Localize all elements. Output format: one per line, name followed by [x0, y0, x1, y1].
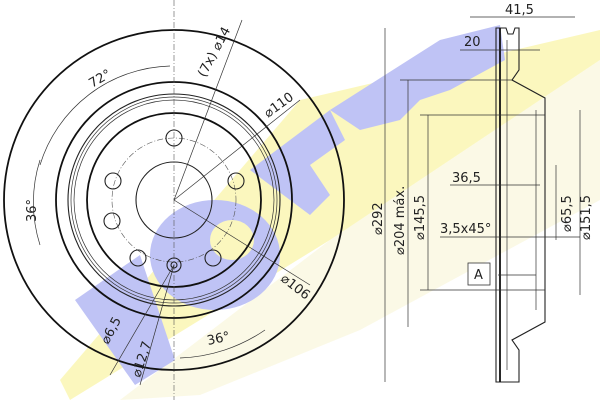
label-datum: A [474, 268, 483, 283]
label-total-height: 41,5 [505, 3, 534, 18]
threaded-hole-inner [170, 261, 178, 269]
label-hub-diameter: ⌀151,5 [579, 195, 594, 240]
label-angle-bottom: 36° [206, 329, 232, 348]
logo-letter-e [250, 110, 345, 215]
logo-letter-c [150, 200, 280, 310]
label-disc-thickness: 20 [464, 35, 481, 50]
bolt-hole [204, 249, 222, 267]
label-center-bore: ⌀65,5 [560, 195, 575, 232]
label-chamfer: 3,5x45° [440, 222, 491, 237]
bolt-holes [103, 129, 245, 273]
bolt-hole [103, 212, 121, 230]
angle-arc-36-left [33, 159, 41, 246]
logo-yellow-band [60, 30, 600, 400]
datum-box [467, 262, 491, 286]
logo-letter-i [75, 255, 175, 385]
logo-letter-r [330, 25, 505, 130]
label-pitch-angle: 72° [87, 67, 114, 92]
leader-7x14 [173, 19, 243, 201]
logo-yellow-band-2 [120, 60, 600, 400]
threaded-hole [166, 257, 182, 273]
front-view [3, 0, 345, 400]
leader-6-5 [109, 264, 175, 376]
angle-arc-72 [39, 65, 171, 166]
label-outer-diameter: ⌀292 [371, 202, 386, 235]
leader-12-7 [139, 264, 175, 386]
bolt-hole [104, 172, 122, 190]
label-max-diameter: ⌀204 máx. [393, 186, 408, 255]
icer-logo-watermark [60, 25, 600, 400]
bolt-hole [227, 172, 245, 190]
label-hat-depth: 36,5 [452, 171, 481, 186]
logo-letter-c-hole [210, 220, 254, 260]
label-hat-diameter: ⌀145,5 [413, 195, 428, 240]
side-view [384, 16, 581, 383]
bolt-hole [165, 129, 183, 147]
leader-106 [173, 199, 311, 286]
label-angle-left: 36° [25, 199, 40, 222]
leader-110 [173, 99, 301, 201]
bolt-hole [129, 249, 147, 267]
angle-arc-36-bottom [179, 329, 266, 359]
